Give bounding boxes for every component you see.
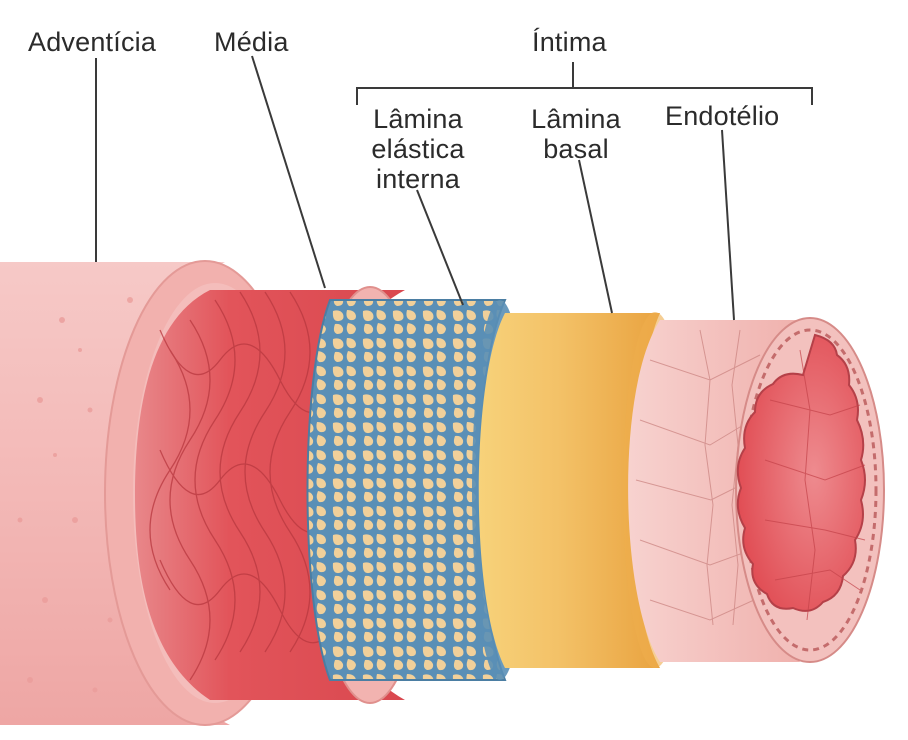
- leader-line-endotelio: [721, 129, 735, 321]
- label-lamina-basal: Lâmina basal: [531, 104, 621, 164]
- leader-line-lamina-basal: [578, 159, 613, 314]
- intima-bracket: [356, 87, 813, 105]
- label-intima: Íntima: [532, 27, 607, 57]
- lumen: [736, 333, 866, 621]
- label-media: Média: [214, 27, 289, 57]
- leader-line-media: [251, 55, 326, 289]
- leader-lines: [95, 55, 813, 321]
- leader-line-lamina-elastica: [416, 189, 464, 306]
- label-adventicia: Adventícia: [28, 27, 157, 57]
- label-endotelio: Endotélio: [665, 101, 780, 131]
- label-lamina-elastica-interna: Lâmina elástica interna: [371, 104, 465, 194]
